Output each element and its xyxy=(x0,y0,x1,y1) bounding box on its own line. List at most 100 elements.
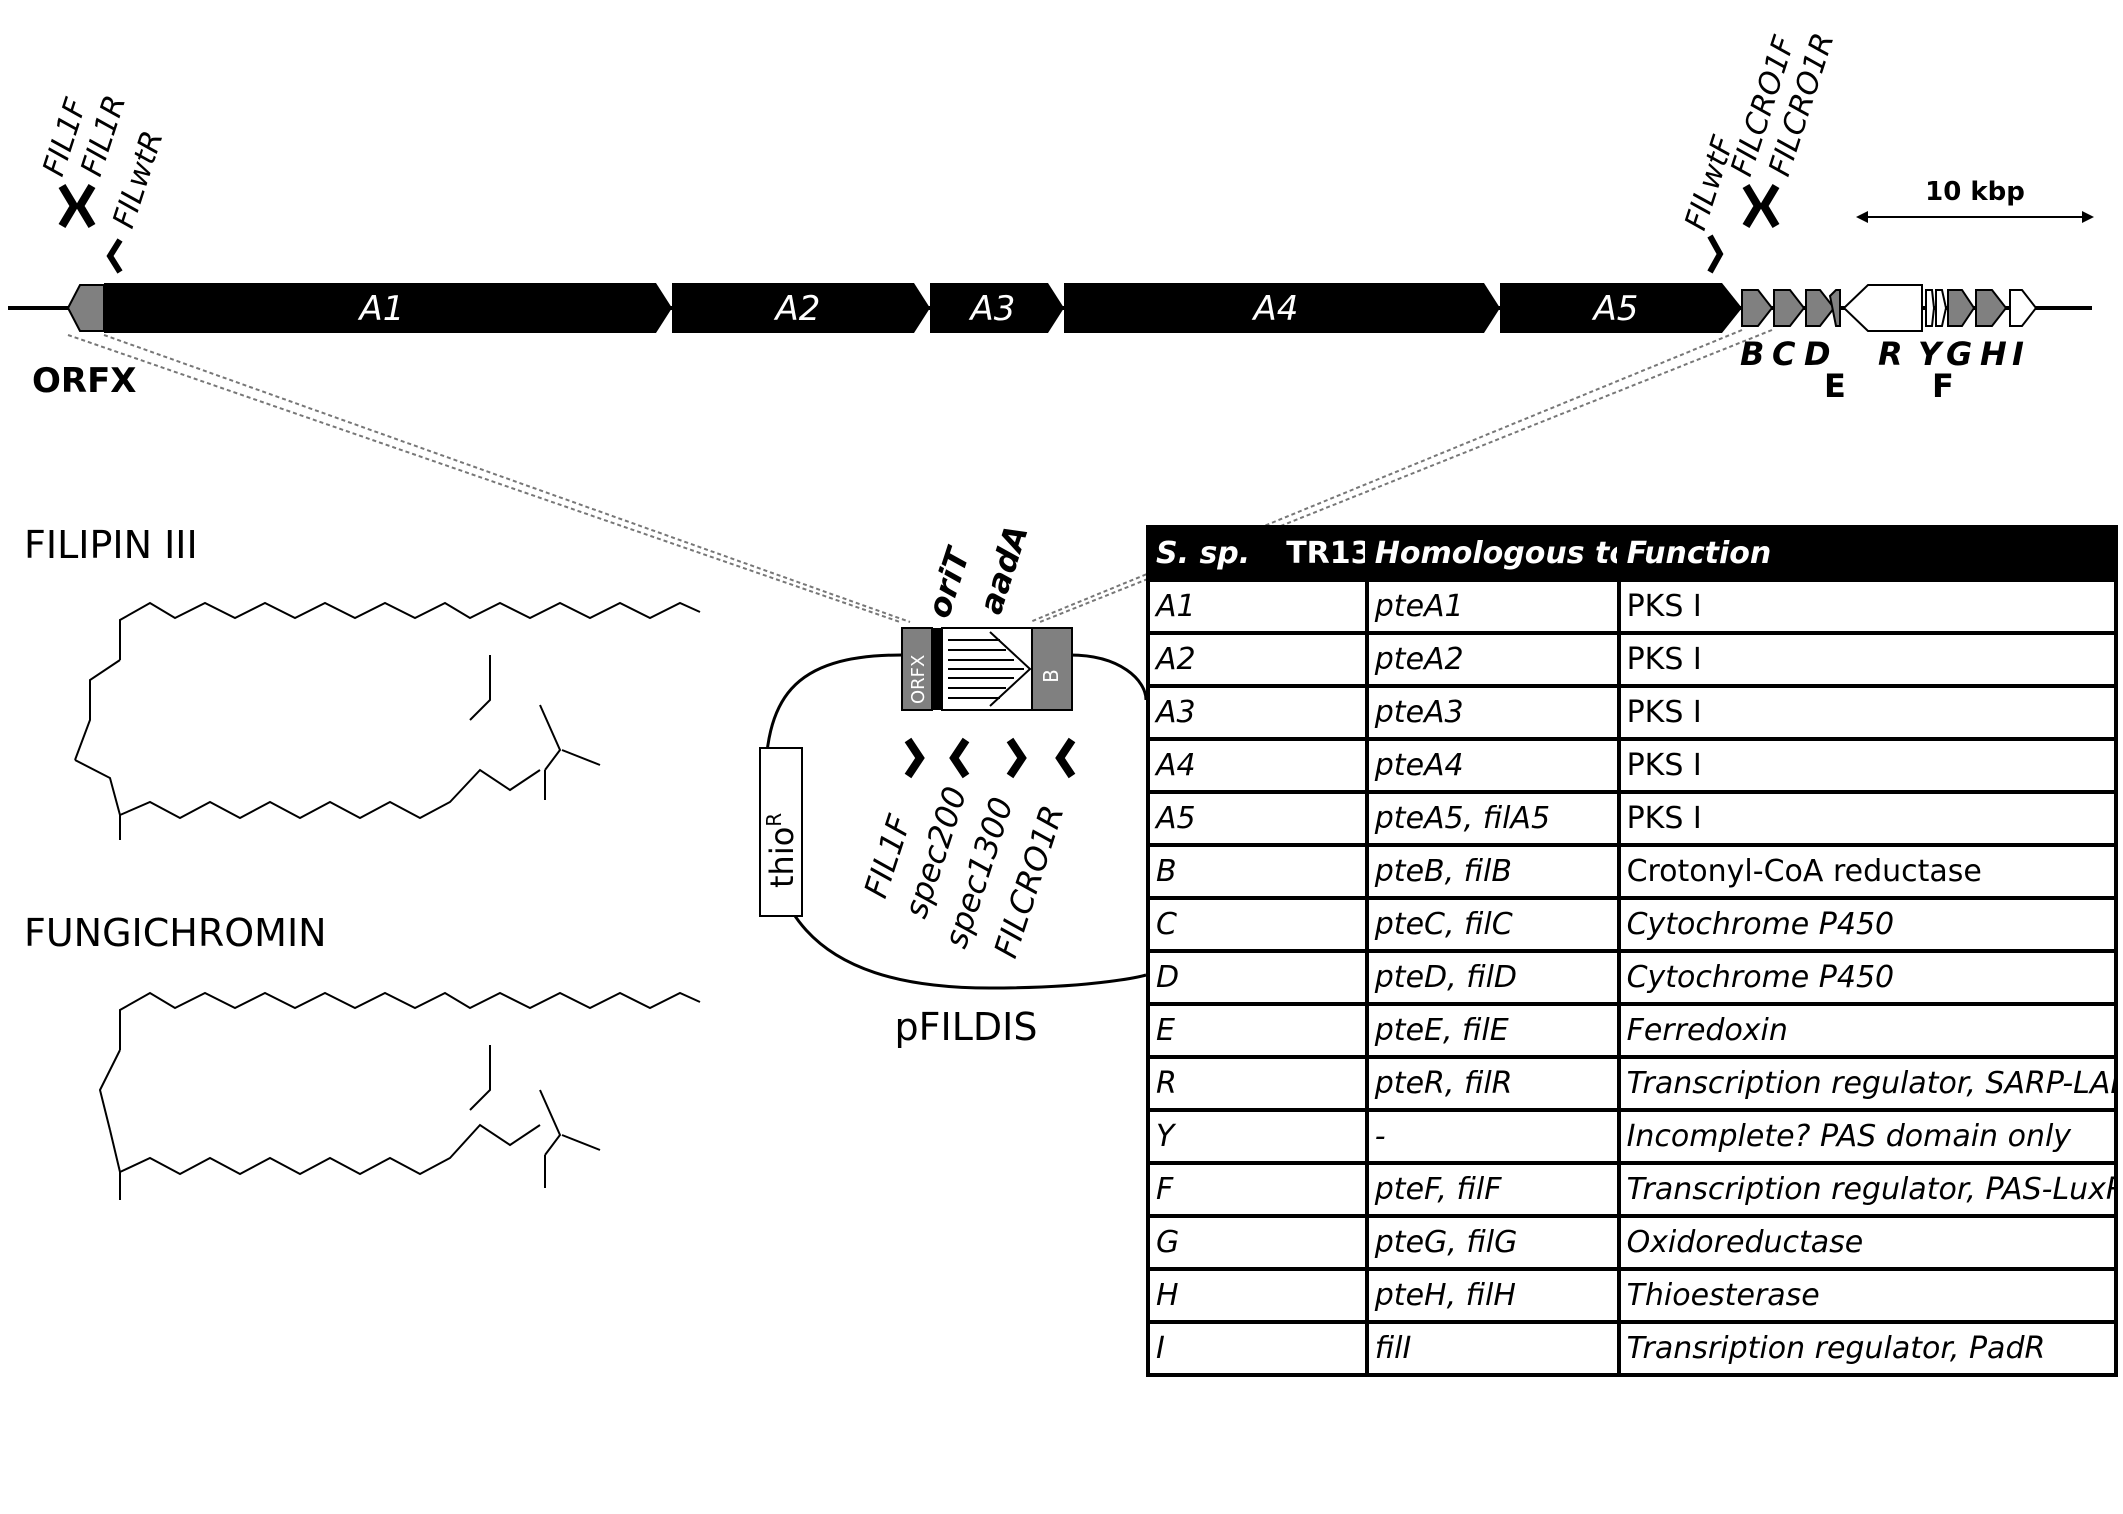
table-cell-hom: - xyxy=(1364,1108,1621,1165)
table-cell-hom: pteR, filR xyxy=(1364,1055,1621,1112)
table-cell-func: Crotonyl-CoA reductase xyxy=(1616,843,2119,900)
table-row: Y-Incomplete? PAS domain only xyxy=(1146,1108,2119,1165)
primer-marker-filwtf-icon xyxy=(1707,234,1724,274)
orfx-gene xyxy=(66,284,105,332)
table-cell-hom: pteA2 xyxy=(1364,631,1621,688)
gene-a4 xyxy=(1064,283,1500,333)
table-cell-func: Transription regulator, PadR xyxy=(1616,1320,2119,1377)
thio-label: thioR xyxy=(762,813,801,888)
primer-marker-fil1r-icon xyxy=(75,183,96,229)
gene-label-e: E xyxy=(1824,367,1846,405)
table-cell-gene: G xyxy=(1146,1214,1369,1271)
table-cell-gene: D xyxy=(1146,949,1369,1006)
table-cell-hom: pteC, filC xyxy=(1364,896,1621,953)
gene-label-d: D xyxy=(1804,335,1831,373)
plasmid-backbone-right xyxy=(1069,653,1148,701)
orfx-label: ORFX xyxy=(32,361,137,401)
table-cell-gene: A2 xyxy=(1146,631,1369,688)
compound-title-fungichromin: FUNGICHROMIN xyxy=(24,911,327,955)
gene-function-table: S. sp.TR1341 Homologous to Function A1pt… xyxy=(1146,525,2119,1377)
aada-label: aadA xyxy=(971,520,1035,618)
table-cell-hom: pteG, filG xyxy=(1364,1214,1621,1271)
primer-marker-filcro1r-icon xyxy=(1759,183,1780,229)
gene-a2 xyxy=(672,283,930,333)
primer-marker-filcro1f-icon xyxy=(1742,183,1763,229)
plasmid-name: pFILDIS xyxy=(895,1005,1038,1049)
gene-label-a1: A1 xyxy=(358,289,405,329)
gene-label-a5: A5 xyxy=(1592,289,1639,329)
gene-label-a2: A2 xyxy=(774,289,821,329)
table-cell-gene: I xyxy=(1146,1320,1369,1377)
table-cell-gene: H xyxy=(1146,1267,1369,1324)
table-cell-hom: filI xyxy=(1364,1320,1621,1377)
table-cell-hom: pteF, filF xyxy=(1364,1161,1621,1218)
table-cell-func: Cytochrome P450 xyxy=(1616,896,2119,953)
table-cell-gene: B xyxy=(1146,843,1369,900)
insert-orfx-box xyxy=(901,627,933,711)
header-function: Function xyxy=(1616,525,2119,582)
gene-r xyxy=(1842,284,1923,332)
gene-label-a4: A4 xyxy=(1252,289,1299,329)
scale-bar: 10 kbp xyxy=(1856,177,2094,223)
plasmid-map: thioR ORFX B oriT aadA FIL1F spec200 spe… xyxy=(759,520,1148,1049)
aada-block xyxy=(941,627,1033,711)
scale-label: 10 kbp xyxy=(1925,177,2025,207)
table-cell-gene: F xyxy=(1146,1161,1369,1218)
gene-d xyxy=(1805,289,1836,327)
table-cell-func: Oxidoreductase xyxy=(1616,1214,2119,1271)
table-cell-func: Incomplete? PAS domain only xyxy=(1616,1108,2119,1165)
insert-orfx-label: ORFX xyxy=(908,655,929,704)
gene-a3 xyxy=(930,283,1064,333)
primer-marker-fil1f-icon xyxy=(58,183,79,229)
table-cell-hom: pteA1 xyxy=(1364,578,1621,635)
table-cell-gene: A5 xyxy=(1146,790,1369,847)
gene-label-h: H xyxy=(1980,335,2007,373)
gene-cluster-map: A1 A2 A3 A4 A5 ORFX B C D E R Y F G H I … xyxy=(8,29,2094,405)
filipin-structure xyxy=(74,601,701,840)
table-cell-func: Ferredoxin xyxy=(1616,1002,2119,1059)
gene-g xyxy=(1947,289,1976,327)
table-cell-gene: E xyxy=(1146,1002,1369,1059)
table-header-row: S. sp.TR1341 Homologous to Function xyxy=(1146,525,2119,582)
gene-label-r: R xyxy=(1878,335,1903,373)
compound-title-filipin: FILIPIN III xyxy=(24,523,198,567)
gene-label-g: G xyxy=(1946,335,1972,373)
table-cell-func: PKS I xyxy=(1616,578,2119,635)
primer-marker-filwtr-icon xyxy=(106,238,123,274)
table-cell-func: Cytochrome P450 xyxy=(1616,949,2119,1006)
table-cell-hom: pteB, filB xyxy=(1364,843,1621,900)
gene-label-y: Y xyxy=(1918,335,1944,373)
table-cell-gene: C xyxy=(1146,896,1369,953)
table-cell-hom: pteA3 xyxy=(1364,684,1621,741)
orit-label: oriT xyxy=(919,542,978,623)
table-cell-hom: pteA5, filA5 xyxy=(1364,790,1621,847)
table-cell-func: Thioesterase xyxy=(1616,1267,2119,1324)
gene-b xyxy=(1741,289,1774,327)
table-cell-gene: A4 xyxy=(1146,737,1369,794)
gene-label-f: F xyxy=(1932,367,1954,405)
gene-f xyxy=(1935,289,1948,327)
primer-fil1f-icon xyxy=(904,737,925,779)
gene-a1 xyxy=(104,283,672,333)
fungichromin-structure xyxy=(98,991,701,1200)
gene-a5 xyxy=(1500,283,1742,333)
gene-y xyxy=(1925,289,1936,327)
table-cell-hom: pteD, filD xyxy=(1364,949,1621,1006)
table-cell-func: PKS I xyxy=(1616,631,2119,688)
table-cell-gene: Y xyxy=(1146,1108,1369,1165)
table-cell-func: Transcription regulator, SARP-LAL xyxy=(1616,1055,2119,1112)
